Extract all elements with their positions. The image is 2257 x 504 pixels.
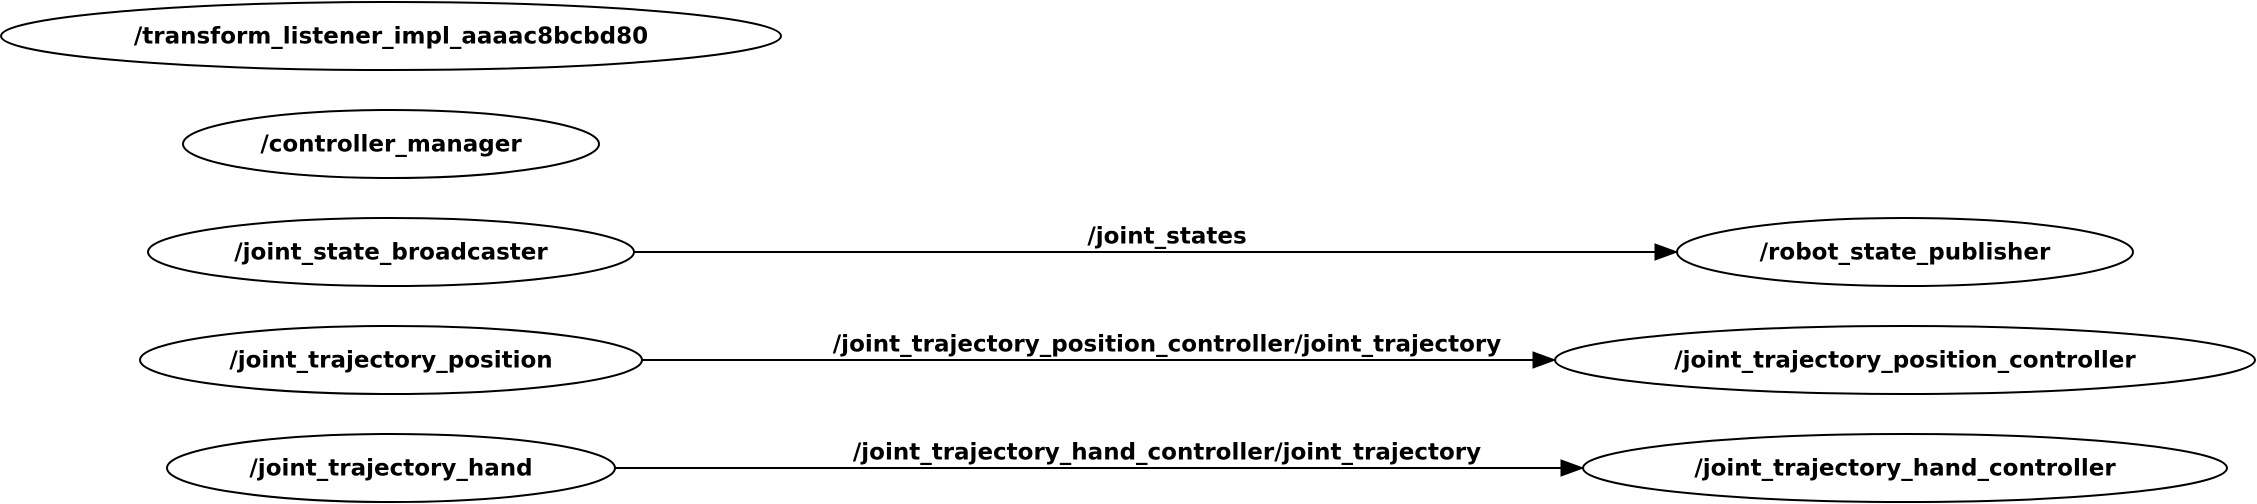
node-joint-trajectory-hand[interactable]: /joint_trajectory_hand bbox=[166, 433, 616, 503]
node-controller-manager[interactable]: /controller_manager bbox=[182, 109, 600, 179]
node-joint-trajectory-position-controller-label: /joint_trajectory_position_controller bbox=[1674, 348, 2136, 374]
node-transform-listener-shape bbox=[0, 1, 782, 71]
node-joint-trajectory-hand-controller[interactable]: /joint_trajectory_hand_controller bbox=[1582, 433, 2228, 503]
node-controller-manager-label: /controller_manager bbox=[260, 132, 522, 158]
edge-hand-trajectory[interactable]: /joint_trajectory_hand_controller/joint_… bbox=[615, 440, 1585, 477]
edge-joint-states[interactable]: /joint_states bbox=[634, 224, 1679, 261]
node-robot-state-publisher-label: /robot_state_publisher bbox=[1760, 240, 2051, 266]
node-transform-listener[interactable]: /transform_listener_impl_aaaac8bcbd80 bbox=[0, 1, 782, 71]
edge-position-trajectory-arrowhead bbox=[1532, 351, 1557, 369]
node-joint-state-broadcaster-label: /joint_state_broadcaster bbox=[234, 240, 548, 266]
edge-joint-states-label: /joint_states bbox=[1087, 224, 1246, 250]
node-joint-state-broadcaster[interactable]: /joint_state_broadcaster bbox=[147, 217, 635, 287]
edge-position-trajectory[interactable]: /joint_trajectory_position_controller/jo… bbox=[642, 332, 1557, 369]
edge-position-trajectory-label: /joint_trajectory_position_controller/jo… bbox=[833, 332, 1501, 358]
node-joint-trajectory-position-label: /joint_trajectory_position bbox=[229, 348, 552, 374]
node-controller-manager-shape bbox=[182, 109, 600, 179]
node-joint-trajectory-hand-label: /joint_trajectory_hand bbox=[249, 456, 532, 482]
edge-hand-trajectory-label: /joint_trajectory_hand_controller/joint_… bbox=[853, 440, 1481, 466]
edge-hand-trajectory-arrowhead bbox=[1560, 459, 1585, 477]
node-transform-listener-label: /transform_listener_impl_aaaac8bcbd80 bbox=[134, 24, 648, 50]
node-robot-state-publisher[interactable]: /robot_state_publisher bbox=[1676, 217, 2134, 287]
edge-joint-states-arrowhead bbox=[1654, 243, 1679, 261]
node-joint-trajectory-position[interactable]: /joint_trajectory_position bbox=[139, 325, 643, 395]
node-joint-trajectory-position-controller[interactable]: /joint_trajectory_position_controller bbox=[1554, 325, 2256, 395]
node-joint-trajectory-hand-controller-label: /joint_trajectory_hand_controller bbox=[1694, 456, 2116, 482]
